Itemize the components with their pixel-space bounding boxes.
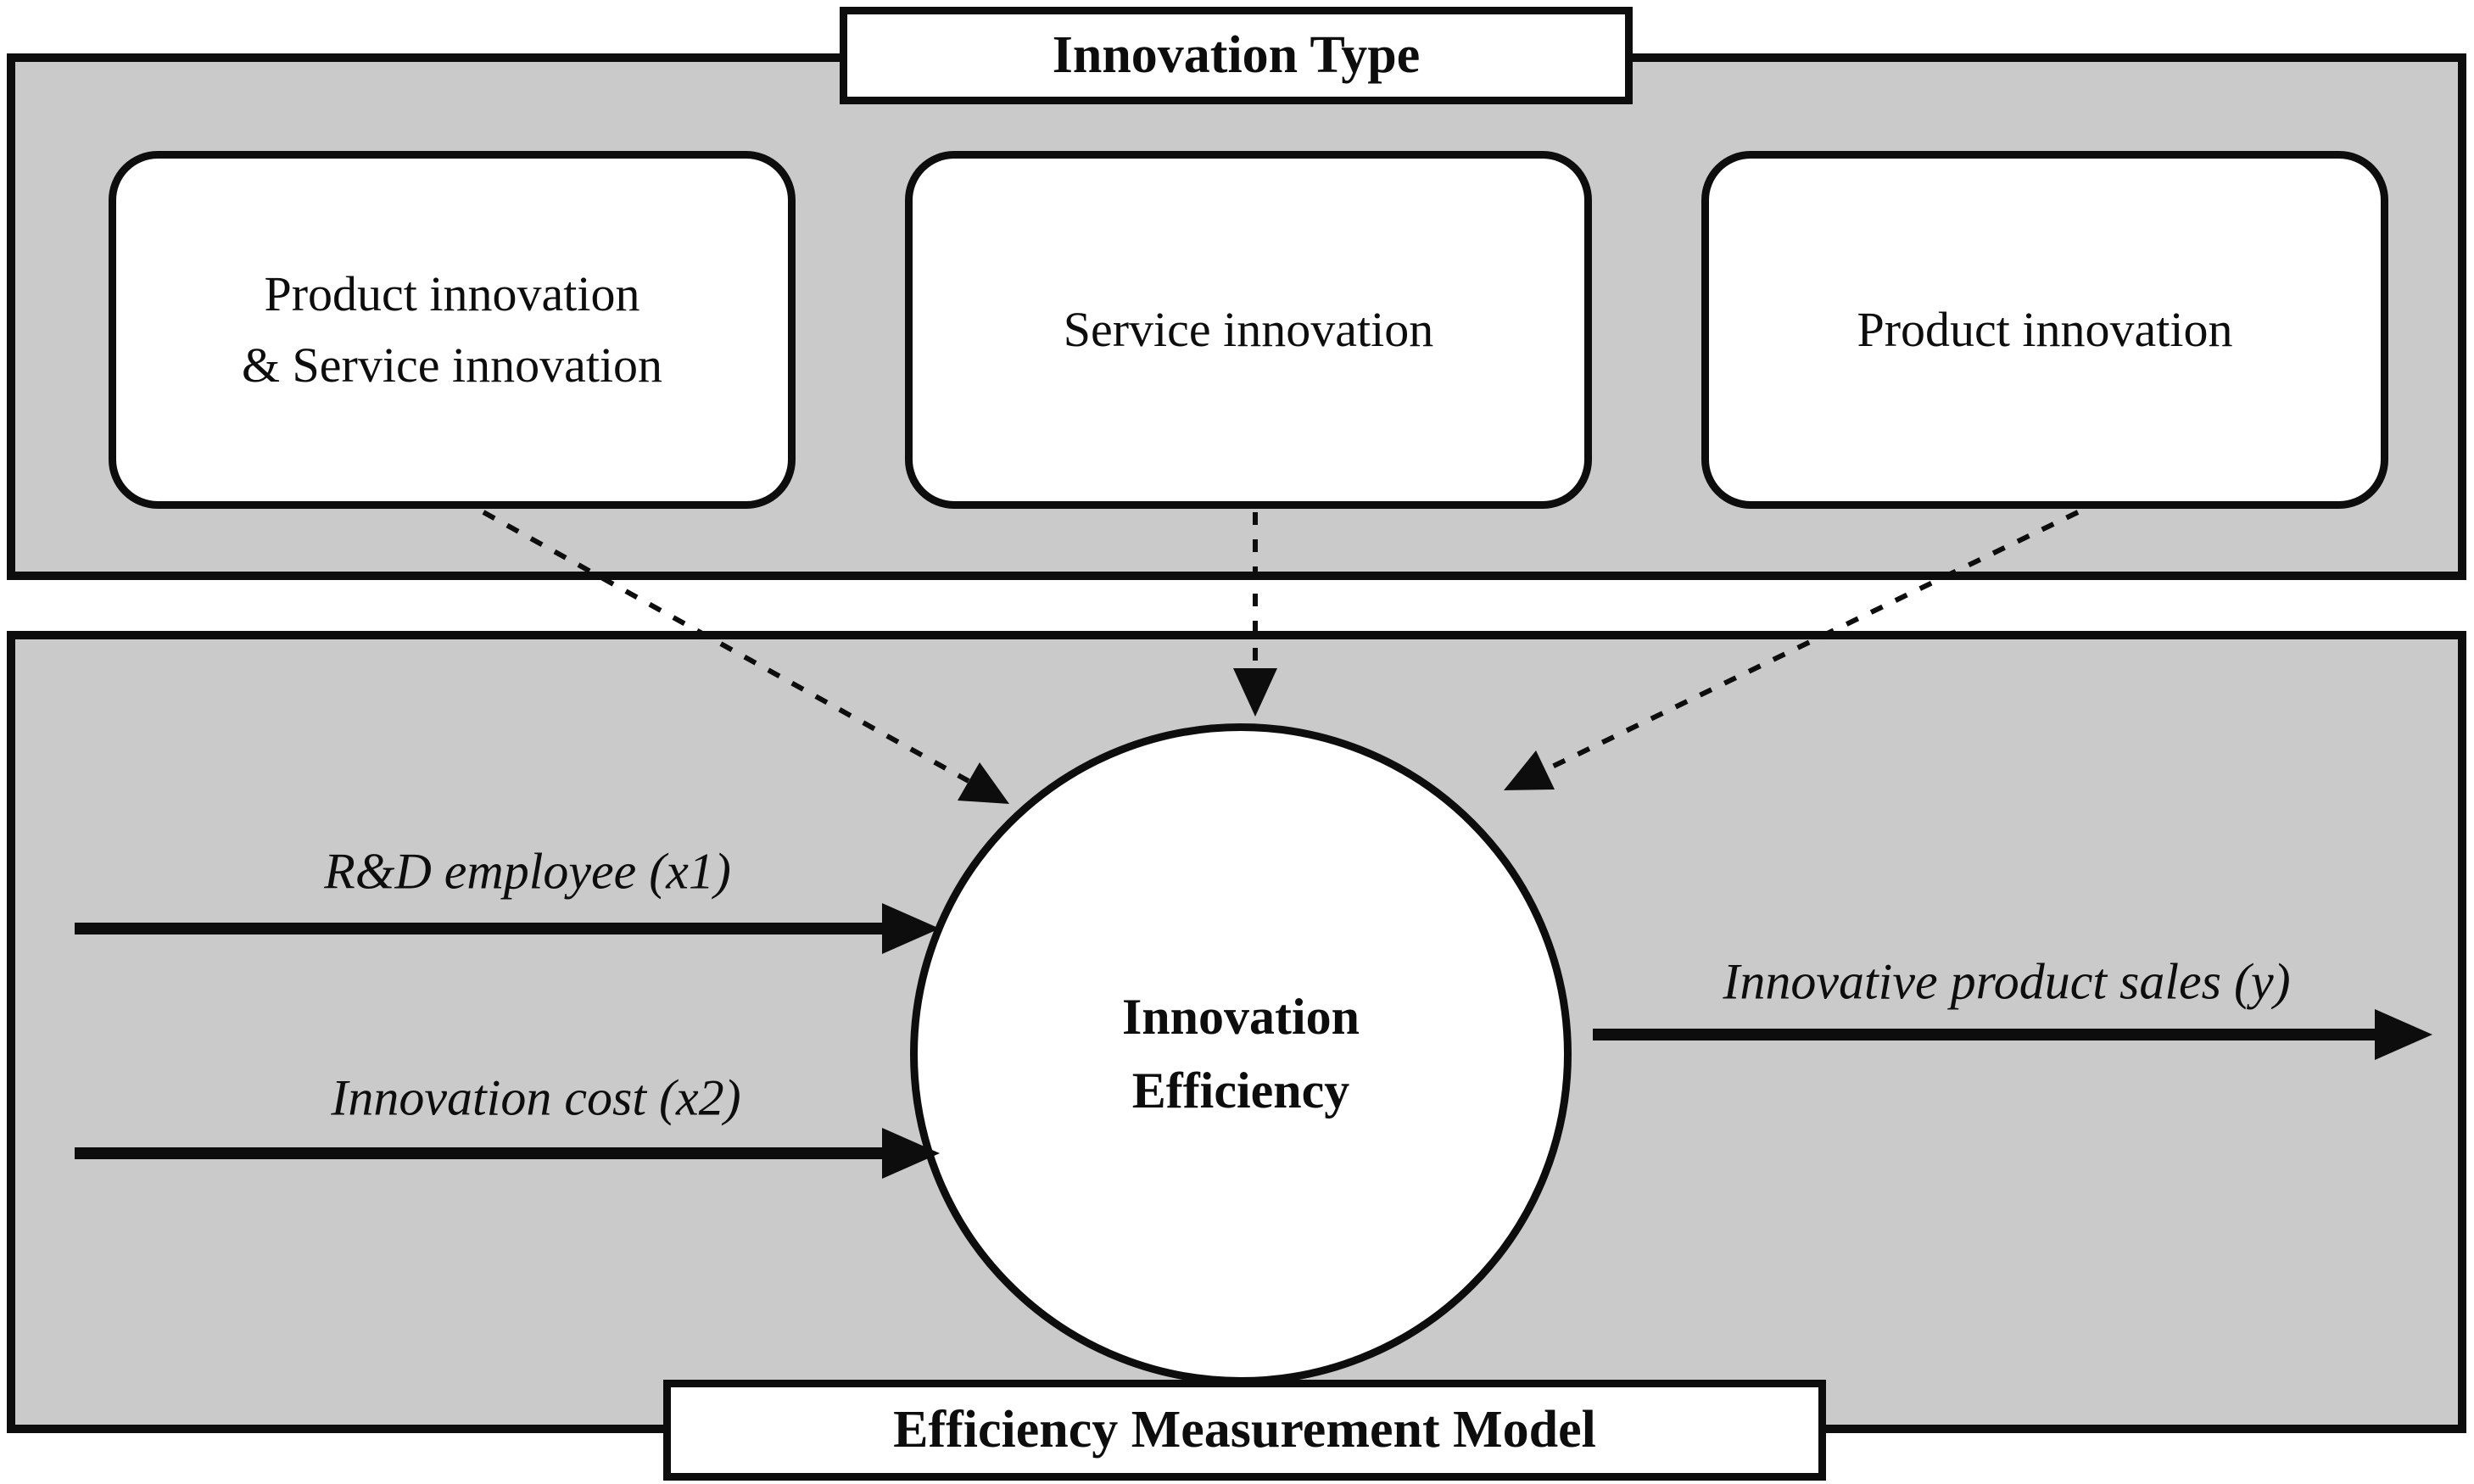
box-label: Product innovation xyxy=(1857,301,2233,357)
output-arrow-innovative-product-sales xyxy=(1593,1029,2375,1040)
innovation-type-title: Innovation Type xyxy=(1052,26,1421,85)
input-label-innovation-cost: Innovation cost (x2) xyxy=(331,1069,741,1126)
circle-label: Innovation Efficiency xyxy=(1121,989,1360,1119)
arrowhead-icon xyxy=(882,903,940,954)
efficiency-model-title: Efficiency Measurement Model xyxy=(893,1401,1596,1459)
input-label-rd-employee: R&D employee (x1) xyxy=(324,843,731,900)
box-product-innovation: Product innovation xyxy=(1701,151,2388,509)
arrowhead-icon xyxy=(2375,1009,2432,1060)
input-arrow-innovation-cost xyxy=(75,1147,882,1159)
efficiency-model-title-box: Efficiency Measurement Model xyxy=(663,1380,1826,1481)
box-service-innovation: Service innovation xyxy=(905,151,1592,509)
box-label: Product innovation & Service innovation xyxy=(241,265,663,393)
box-label: Service innovation xyxy=(1063,301,1434,357)
innovation-type-title-box: Innovation Type xyxy=(840,7,1633,104)
output-label-innovative-product-sales: Innovative product sales (y) xyxy=(1723,953,2291,1010)
input-arrow-rd-employee xyxy=(75,923,882,934)
innovation-efficiency-circle: Innovation Efficiency xyxy=(910,723,1572,1385)
box-product-and-service-innovation: Product innovation & Service innovation xyxy=(109,151,796,509)
arrowhead-icon xyxy=(882,1128,940,1179)
